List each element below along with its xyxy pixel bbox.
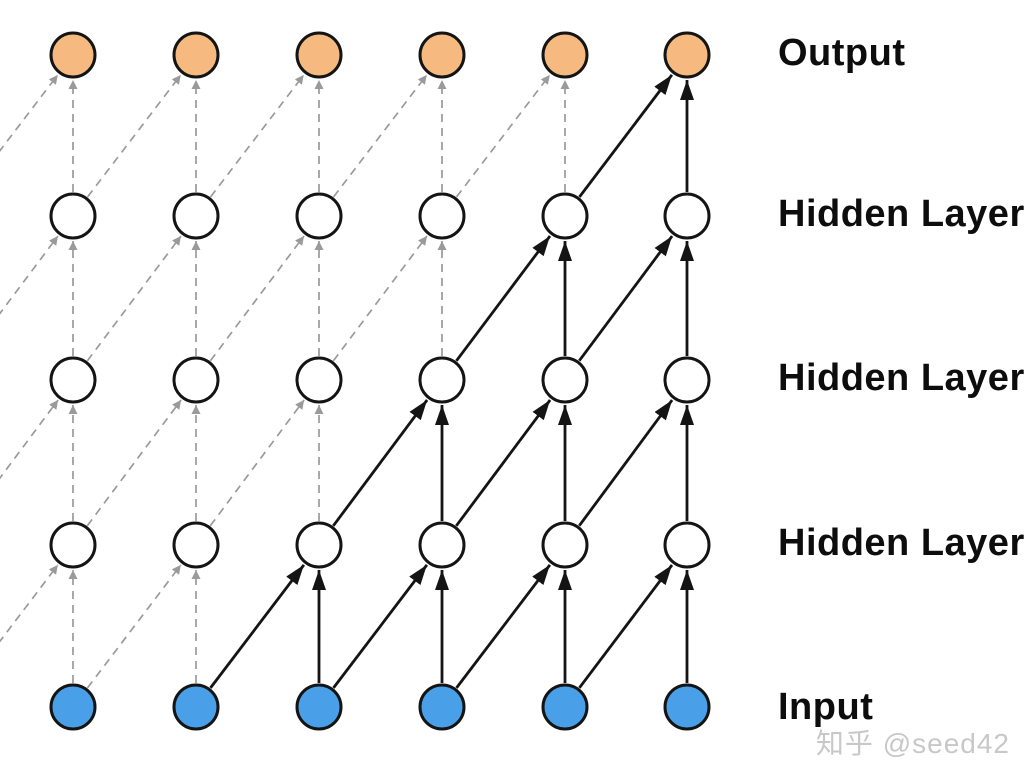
dashed-edge <box>0 235 59 315</box>
solid-edge <box>332 399 429 527</box>
output-node-4 <box>418 31 466 79</box>
label-hidden-middle: Hidden Layer <box>778 356 1025 399</box>
hidden-lower-node-3 <box>295 521 343 569</box>
hidden-upper-node-1 <box>49 192 97 240</box>
dashed-edge <box>332 235 428 362</box>
label-input: Input <box>778 685 874 728</box>
output-node-1 <box>49 31 97 79</box>
input-node-4 <box>418 683 466 731</box>
output-node-3 <box>295 31 343 79</box>
dashed-edge <box>455 74 551 198</box>
dashed-edge <box>332 74 428 198</box>
input-node-3 <box>295 683 343 731</box>
output-node-2 <box>172 31 220 79</box>
hidden-lower-node-1 <box>49 521 97 569</box>
hidden-middle-node-5 <box>541 356 589 404</box>
hidden-upper-node-6 <box>663 192 711 240</box>
hidden-lower-node-5 <box>541 521 589 569</box>
nodes-group <box>49 31 711 731</box>
solid-edge <box>455 235 552 362</box>
solid-edges-group <box>209 74 694 689</box>
dashed-edge <box>0 399 59 480</box>
output-node-5 <box>541 31 589 79</box>
dashed-edge <box>209 399 305 527</box>
solid-edge <box>578 399 674 527</box>
solid-edge <box>578 74 674 198</box>
label-hidden-lower: Hidden Layer <box>778 521 1025 564</box>
input-node-1 <box>49 683 97 731</box>
hidden-lower-node-4 <box>418 521 466 569</box>
hidden-lower-node-6 <box>663 521 711 569</box>
hidden-upper-node-5 <box>541 192 589 240</box>
input-node-6 <box>663 683 711 731</box>
label-output: Output <box>778 31 906 74</box>
hidden-middle-node-4 <box>418 356 466 404</box>
dashed-edge <box>86 399 182 527</box>
dashed-edge <box>0 74 59 152</box>
hidden-lower-node-2 <box>172 521 220 569</box>
hidden-middle-node-6 <box>663 356 711 404</box>
solid-edge <box>455 564 552 689</box>
watermark: 知乎 @seed42 <box>815 728 1010 759</box>
hidden-middle-node-2 <box>172 356 220 404</box>
label-hidden-upper: Hidden Layer <box>778 192 1025 235</box>
solid-edge <box>578 235 674 362</box>
dashed-edge <box>0 564 59 643</box>
dashed-edge <box>86 74 182 198</box>
dashed-edge <box>209 74 305 198</box>
input-node-5 <box>541 683 589 731</box>
solid-edge <box>578 564 674 689</box>
solid-edge <box>332 564 429 689</box>
hidden-middle-node-3 <box>295 356 343 404</box>
dashed-edge <box>86 564 182 689</box>
output-node-6 <box>663 31 711 79</box>
dashed-edges-group <box>0 74 570 689</box>
dashed-edge <box>209 235 305 362</box>
hidden-upper-node-2 <box>172 192 220 240</box>
dashed-edge <box>86 235 182 362</box>
solid-edge <box>209 564 306 689</box>
input-node-2 <box>172 683 220 731</box>
hidden-upper-node-3 <box>295 192 343 240</box>
solid-edge <box>455 399 552 527</box>
hidden-upper-node-4 <box>418 192 466 240</box>
hidden-middle-node-1 <box>49 356 97 404</box>
